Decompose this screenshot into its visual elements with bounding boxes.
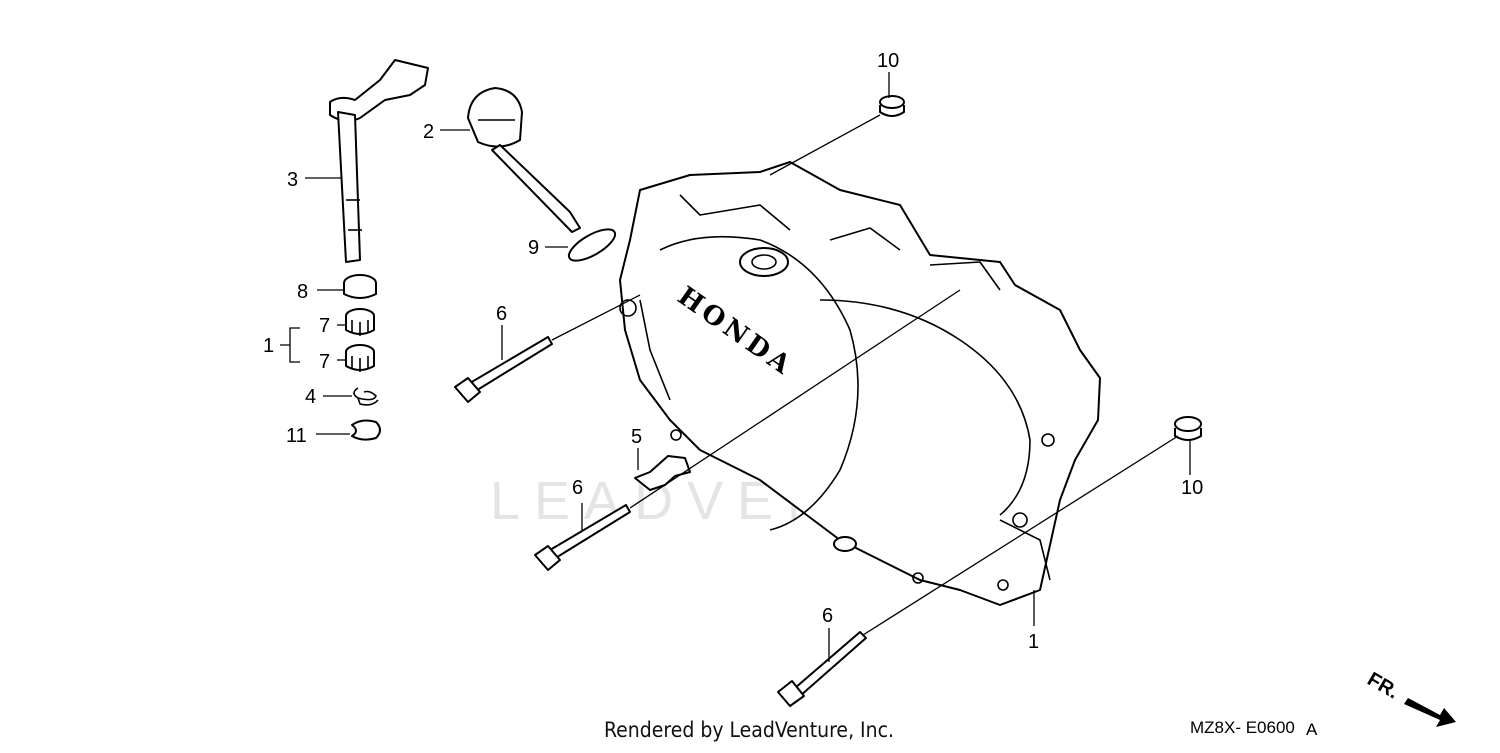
needle-bearing-lower-part[interactable] [345,344,375,372]
callout-1-left: 1 [263,335,274,357]
callout-3: 3 [287,169,298,191]
footer-credit: Rendered by LeadVenture, Inc. [604,718,894,742]
callout-4: 4 [305,386,316,408]
diagram-code: MZ8X- E0600 [1190,718,1295,737]
direction-label: FR. [1364,668,1403,703]
clip-bracket-part[interactable] [634,455,691,491]
shaft-part[interactable] [329,59,429,263]
dowel-pin-right-part[interactable] [1174,416,1202,441]
callout-6-bottom: 6 [822,605,833,627]
bolt-middle-part[interactable] [534,504,631,571]
callout-7-upper: 7 [319,315,330,337]
leader-lines [280,72,1191,662]
o-ring-part[interactable] [564,223,619,266]
callout-10-right: 10 [1181,477,1203,499]
callout-11: 11 [286,425,307,447]
bolt-bottom-part[interactable] [777,631,867,707]
callout-6-top: 6 [496,303,507,325]
dowel-pin-top-part[interactable] [879,95,905,117]
needle-bearing-upper-part[interactable] [345,308,375,336]
callout-5: 5 [631,426,642,448]
callout-7-lower: 7 [319,351,330,373]
washer-part[interactable] [351,419,381,441]
oil-filler-cap-part[interactable] [467,87,581,233]
callout-1-right: 1 [1028,631,1039,653]
callout-10-top: 10 [877,50,899,72]
crankcase-cover-part[interactable]: HONDA [619,161,1101,606]
callout-8: 8 [297,281,308,303]
circlip-part[interactable] [353,387,379,406]
oil-seal-part[interactable] [343,274,377,299]
arrow-icon [1404,698,1456,727]
bolt-top-part[interactable] [454,336,553,403]
diagram-revision: A [1306,720,1318,739]
callout-9: 9 [528,237,539,259]
callout-2: 2 [423,121,434,143]
callout-6-middle: 6 [572,477,583,499]
